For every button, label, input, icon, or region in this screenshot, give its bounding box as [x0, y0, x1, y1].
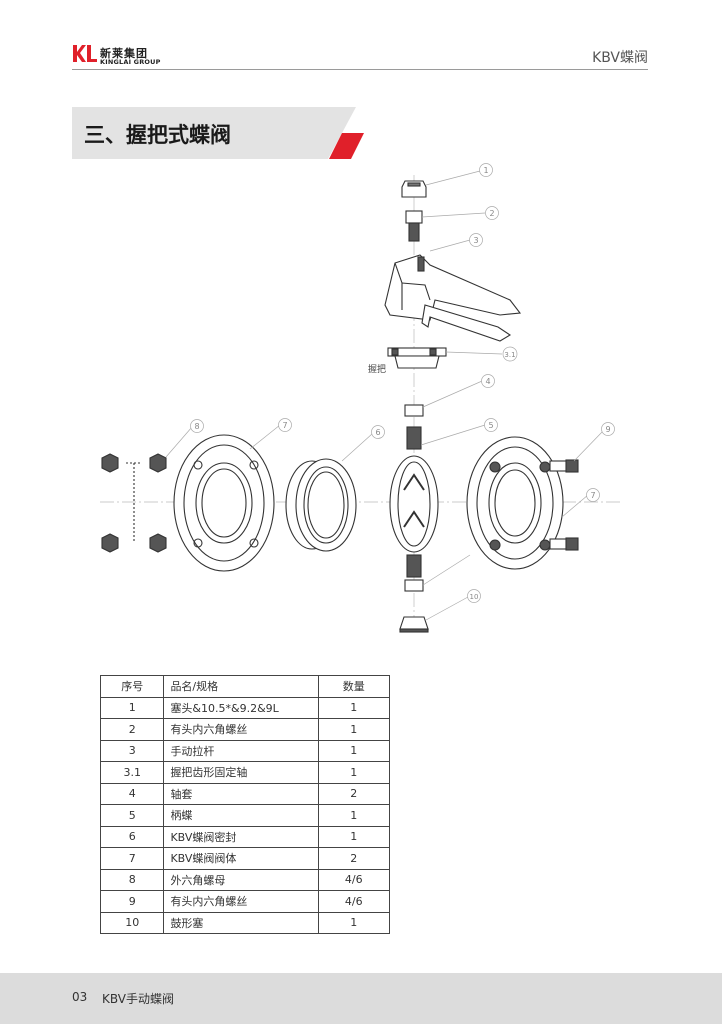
- callout-2: 2: [489, 209, 494, 218]
- drum-plug-part-10: [399, 616, 429, 633]
- cell-number: 3.1: [99, 761, 165, 784]
- cell-number: 5: [99, 804, 165, 827]
- handle-part-3: [384, 254, 522, 342]
- socket-screws-part-9: [549, 459, 579, 551]
- seal-part-6: [285, 458, 357, 552]
- cell-quantity: 4/6: [317, 868, 390, 891]
- cell-number: 6: [99, 825, 165, 848]
- cell-quantity: 2: [317, 782, 390, 805]
- footer-title: KBV手动蝶阀: [102, 992, 174, 1006]
- cell-number: 2: [99, 718, 165, 741]
- cell-name: KBV蝶阀阀体: [163, 847, 319, 870]
- cell-quantity: 1: [317, 804, 390, 827]
- cell-quantity: 2: [317, 847, 390, 870]
- cell-quantity: 1: [317, 911, 390, 934]
- cell-quantity: 1: [317, 696, 390, 719]
- cell-number: 10: [99, 911, 165, 934]
- callout-8: 8: [194, 422, 199, 431]
- cell-name: 握把齿形固定轴: [163, 761, 319, 784]
- cell-quantity: 1: [317, 825, 390, 848]
- cell-number: 4: [99, 782, 165, 805]
- cell-name: 鼓形塞: [163, 911, 319, 934]
- header-name-spec: 品名/规格: [163, 675, 319, 698]
- header-quantity: 数量: [317, 675, 390, 698]
- callout-10: 10: [470, 593, 479, 601]
- header-divider: [72, 69, 648, 70]
- cell-number: 7: [99, 847, 165, 870]
- callout-7-right: 7: [590, 491, 595, 500]
- header-number: 序号: [99, 675, 165, 698]
- kl-logo-icon: [73, 45, 97, 62]
- gear-shaft-part-3.1: [387, 347, 447, 369]
- disc-part-5: [389, 426, 439, 578]
- cell-name: 有头内六角螺丝: [163, 718, 319, 741]
- cell-number: 1: [99, 696, 165, 719]
- section-banner: [72, 107, 364, 159]
- valve-body-right-part-7: [466, 436, 564, 570]
- cell-name: 有头内六角螺丝: [163, 890, 319, 913]
- cell-quantity: 1: [317, 739, 390, 762]
- section-title: 三、握把式蝶阀: [84, 123, 231, 147]
- hex-nuts-part-8: [101, 453, 167, 553]
- handle-label: 握把: [368, 363, 386, 375]
- cell-name: 塞头&10.5*&9.2&9L: [163, 696, 319, 719]
- exploded-view-drawing: 1 2 3 3.1 4 5 6 7 8 9 7 10 握把: [100, 163, 620, 633]
- cell-number: 3: [99, 739, 165, 762]
- plug-part-1: [401, 180, 427, 198]
- callout-7: 7: [282, 421, 287, 430]
- bushing-part-4: [404, 404, 424, 417]
- logo-english-text: KINGLAI GROUP: [100, 58, 161, 66]
- screw-part-2: [405, 210, 423, 242]
- callout-3.1: 3.1: [504, 351, 515, 359]
- logo-chinese-text: 新莱集团: [100, 47, 148, 60]
- cell-name: 外六角螺母: [163, 868, 319, 891]
- document-title: KBV蝶阀: [592, 50, 648, 66]
- callout-9: 9: [605, 425, 610, 434]
- cell-name: 轴套: [163, 782, 319, 805]
- cell-quantity: 1: [317, 761, 390, 784]
- cell-quantity: 1: [317, 718, 390, 741]
- callout-3: 3: [473, 236, 478, 245]
- cell-name: 柄蝶: [163, 804, 319, 827]
- callout-6: 6: [375, 428, 380, 437]
- callout-5: 5: [488, 421, 493, 430]
- company-logo: 新莱集团 KINGLAI GROUP: [72, 42, 172, 68]
- cell-quantity: 4/6: [317, 890, 390, 913]
- callout-1: 1: [483, 166, 488, 175]
- cell-number: 9: [99, 890, 165, 913]
- table-header-row: 序号 品名/规格 数量: [99, 675, 390, 698]
- callout-4: 4: [485, 377, 490, 386]
- page-number: 03: [72, 990, 88, 1004]
- cell-number: 8: [99, 868, 165, 891]
- cell-name: 手动拉杆: [163, 739, 319, 762]
- page-footer: 03 KBV手动蝶阀: [0, 973, 722, 1024]
- cell-name: KBV蝶阀密封: [163, 825, 319, 848]
- valve-body-left-part-7: [173, 434, 275, 572]
